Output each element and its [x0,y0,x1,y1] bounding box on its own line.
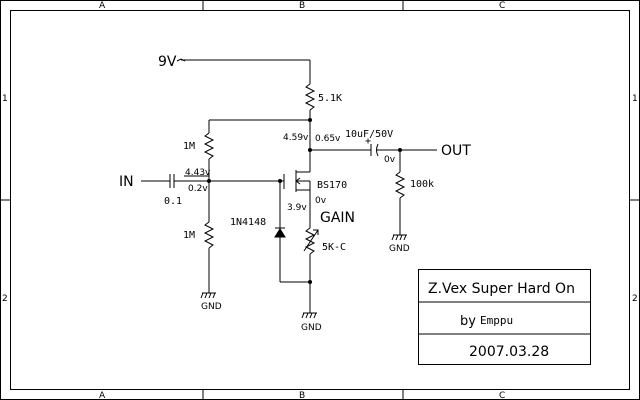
wire-source-gnd [280,280,312,313]
frame-col-c-bottom: C [499,391,505,400]
label-v-in-node: 0.2v [188,184,208,194]
frame-row-2-left: 2 [2,294,8,304]
label-r-out: 100k [410,179,434,190]
label-pot: 5K-C [322,242,346,253]
ground-left: GND [200,292,222,312]
resistor-bias-bottom: 1M [183,181,215,293]
title-block: Z.Vex Super Hard On by Emppu 2007.03.28 [418,269,591,365]
label-gnd-mid: GND [301,323,322,333]
input-section: IN 0.1 4.43v 0.2v [119,168,284,207]
label-v-source-low: 0v [315,196,327,206]
label-output: OUT [441,143,471,159]
ground-mid: GND [301,312,322,333]
frame-col-a-top: A [99,1,106,11]
title-block-author: Emppu [480,314,513,327]
label-v-out: 0v [384,155,396,165]
label-r-bias-top: 1M [183,141,195,152]
resistor-bias-top: 1M [183,120,215,181]
title-block-author-prefix: by [460,314,476,329]
frame-row-1-right: 1 [632,94,638,104]
diode-1n4148: 1N4148 [230,179,286,282]
label-input: IN [119,174,134,190]
title-block-title: Z.Vex Super Hard On [428,281,575,297]
label-cap-plus: + [365,136,371,147]
label-v-source: 3.9v [287,203,307,213]
output-section: + 10uF/50V OUT 0v 100k [308,129,471,235]
frame-col-b-top: B [299,1,305,11]
label-v-drain-low: 0.65v [315,134,341,144]
label-cap-in: 0.1 [164,196,182,207]
label-v-gate: 4.43v [185,168,211,178]
supply-rail: 9V [158,54,311,84]
junction-gate-diode [278,179,282,183]
label-r-bias-bottom: 1M [183,230,195,241]
label-gain: GAIN [320,210,355,226]
label-gnd-right: GND [389,244,410,254]
title-block-date: 2007.03.28 [469,344,549,360]
frame-row-2-right: 2 [632,294,638,304]
label-transistor: BS170 [317,180,347,191]
frame-col-a-bottom: A [99,391,106,400]
label-diode: 1N4148 [230,217,266,228]
label-supply: 9V [158,54,177,70]
label-gnd-left: GND [201,302,222,312]
ground-right: GND [389,234,410,254]
pot-gain: GAIN 5K-C [303,210,355,282]
frame-col-b-bottom: B [299,391,305,400]
frame-row-1-left: 1 [2,94,8,104]
label-v-drain: 4.59v [283,133,309,143]
label-cap-out: 10uF/50V [345,129,393,140]
mosfet-bs170: BS170 4.59v 0.65v 3.9v 0v [283,120,347,226]
frame-col-c-top: C [499,1,505,11]
resistor-drain: 5.1K [304,83,342,120]
label-r-drain: 5.1K [318,93,342,104]
